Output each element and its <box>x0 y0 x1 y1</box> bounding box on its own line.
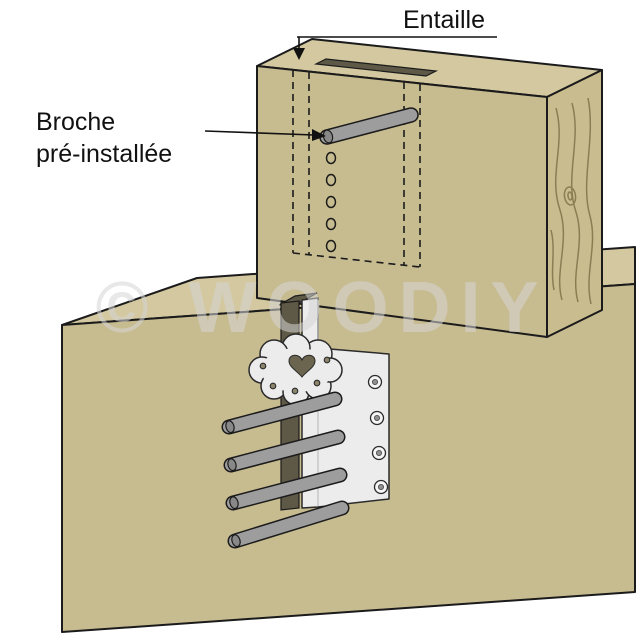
fixing-pin <box>221 391 343 435</box>
heart-cutout <box>288 354 316 378</box>
pin-end-cap <box>322 129 334 144</box>
label-entaille: Entaille <box>293 6 497 60</box>
grain-knot <box>563 186 577 206</box>
upper-beam <box>256 38 603 338</box>
fixing-pin <box>225 467 348 511</box>
fixing-pin <box>223 429 346 473</box>
broche-arrowhead <box>312 129 326 141</box>
end-grain <box>550 97 594 305</box>
broche-text-line2: pré-installée <box>36 140 172 168</box>
entaille-arrowhead <box>293 48 305 60</box>
plate-rivets <box>367 374 389 495</box>
pre-installed-pin <box>319 107 419 145</box>
label-broche: Broche pré-installée <box>36 108 326 168</box>
connector-plate <box>248 297 390 509</box>
broche-text-line1: Broche <box>36 108 115 136</box>
fixing-pin <box>227 500 350 549</box>
hidden-plate-holes <box>325 151 337 253</box>
plate-flange <box>248 333 343 406</box>
entaille-text: Entaille <box>403 6 485 34</box>
watermark: © WOODIY <box>95 268 548 348</box>
fixing-pins <box>221 391 350 549</box>
notch-slot-top <box>313 58 439 77</box>
